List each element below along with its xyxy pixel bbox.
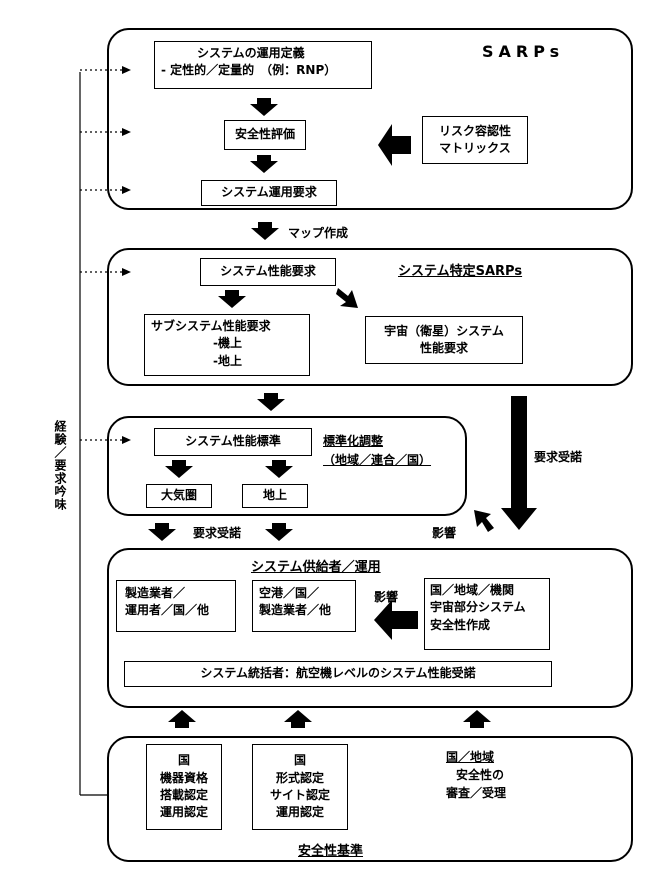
space-system-performance-box: 宇宙（衛星）システム 性能要求 bbox=[365, 316, 523, 364]
diagonal-arrow-influence bbox=[474, 510, 494, 532]
safety-eval-text: 安全性評価 bbox=[234, 127, 295, 142]
b2-line2: 形式認定 bbox=[275, 770, 324, 785]
diagonal-arrow-space bbox=[336, 288, 358, 308]
risk-acceptability-matrix-box: リスク容認性 マトリックス bbox=[422, 116, 528, 164]
op-def-line2: - 定性的／定量的 （例：RNP） bbox=[161, 63, 337, 78]
integrator-text: システム統括者：航空機レベルのシステム性能受諾 bbox=[200, 666, 476, 681]
risk-line1: リスク容認性 bbox=[438, 123, 511, 138]
op-def-line1: システムの運用定義 bbox=[197, 46, 305, 60]
system-integrator-box: システム統括者：航空機レベルのシステム性能受諾 bbox=[124, 661, 552, 687]
b2-line1: 国 bbox=[293, 753, 306, 768]
b1-line2: 機器資格 bbox=[159, 770, 208, 785]
state-space-segment-box: 国／地域／機関 宇宙部分システム 安全性作成 bbox=[424, 578, 550, 650]
state-equipment-qualification-box: 国 機器資格 搭載認定 運用認定 bbox=[146, 744, 222, 830]
sub-line3: -地上 bbox=[213, 353, 242, 368]
state-region-line3: 審査／受理 bbox=[446, 786, 507, 800]
ground-text: 地上 bbox=[262, 488, 287, 503]
requirement-acceptance-right: 要求受諾 bbox=[534, 450, 583, 464]
system-operation-definition-box: システムの運用定義 - 定性的／定量的 （例：RNP） bbox=[154, 41, 372, 89]
airport-line2: 製造業者／他 bbox=[259, 603, 332, 618]
safety-standards-title: 安全性基準 bbox=[298, 844, 364, 859]
atmosphere-box: 大気圏 bbox=[146, 484, 212, 508]
risk-line2: マトリックス bbox=[439, 141, 511, 155]
system-performance-standards-box: システム性能標準 bbox=[154, 428, 312, 456]
system-supplier-operation-title: システム供給者／運用 bbox=[251, 560, 381, 575]
system-performance-requirements-box: システム性能要求 bbox=[200, 258, 336, 286]
mfr-line1: 製造業者／ bbox=[125, 586, 186, 600]
b1-line3: 搭載認定 bbox=[159, 788, 208, 802]
space-line2: 性能要求 bbox=[419, 341, 468, 355]
b1-line1: 国 bbox=[177, 753, 190, 768]
feedback-arrow-5 bbox=[122, 436, 131, 444]
influence-label: 影響 bbox=[374, 590, 399, 604]
feedback-label: 経験／要求吟味 bbox=[53, 420, 67, 511]
airport-manufacturer-box: 空港／国／ 製造業者／他 bbox=[252, 580, 356, 632]
feedback-arrow-4 bbox=[122, 268, 131, 276]
mfr-line2: 運用者／国／他 bbox=[125, 603, 210, 618]
atmos-text: 大気圏 bbox=[160, 488, 197, 503]
sub-line2: -機上 bbox=[213, 336, 242, 351]
harmonization-line1: 標準化調整 bbox=[323, 434, 384, 448]
safety-evaluation-box: 安全性評価 bbox=[224, 120, 306, 150]
influence-label-top: 影響 bbox=[432, 526, 457, 540]
state-line2: 宇宙部分システム bbox=[430, 600, 526, 615]
feedback-arrow-1 bbox=[122, 66, 131, 74]
feedback-arrow-3 bbox=[122, 186, 131, 194]
system-specific-sarps-title: システム特定SARPs bbox=[398, 264, 523, 279]
feedback-arrow-2 bbox=[122, 128, 131, 136]
b2-line4: 運用認定 bbox=[275, 805, 324, 820]
sarps-title: SARPs bbox=[482, 42, 565, 61]
std-text: システム性能標準 bbox=[185, 434, 281, 449]
b2-line3: サイト認定 bbox=[269, 788, 330, 802]
state-line1: 国／地域／機関 bbox=[430, 583, 515, 597]
map-label: マップ作成 bbox=[288, 226, 349, 240]
airport-line1: 空港／国／ bbox=[259, 586, 320, 600]
system-operation-requirements-box: システム運用要求 bbox=[201, 180, 337, 206]
requirement-acceptance-mid: 要求受諾 bbox=[193, 526, 242, 540]
harmonization-line2: （地域／連合／国） bbox=[323, 453, 432, 467]
state-region-line2: 安全性の bbox=[456, 768, 505, 782]
state-line3: 安全性作成 bbox=[430, 617, 491, 632]
space-line1: 宇宙（衛星）システム bbox=[384, 323, 504, 338]
sub-line1: サブシステム性能要求 bbox=[151, 319, 271, 333]
manufacturer-operator-box: 製造業者／ 運用者／国／他 bbox=[116, 580, 236, 632]
ground-box: 地上 bbox=[242, 484, 308, 508]
b1-line4: 運用認定 bbox=[159, 805, 208, 820]
subsystem-performance-box: サブシステム性能要求 -機上 -地上 bbox=[144, 314, 310, 376]
state-region-line1: 国／地域 bbox=[446, 750, 495, 764]
perf-req-text: システム性能要求 bbox=[220, 264, 316, 279]
op-req-text: システム運用要求 bbox=[221, 185, 317, 200]
state-type-certification-box: 国 形式認定 サイト認定 運用認定 bbox=[252, 744, 348, 830]
